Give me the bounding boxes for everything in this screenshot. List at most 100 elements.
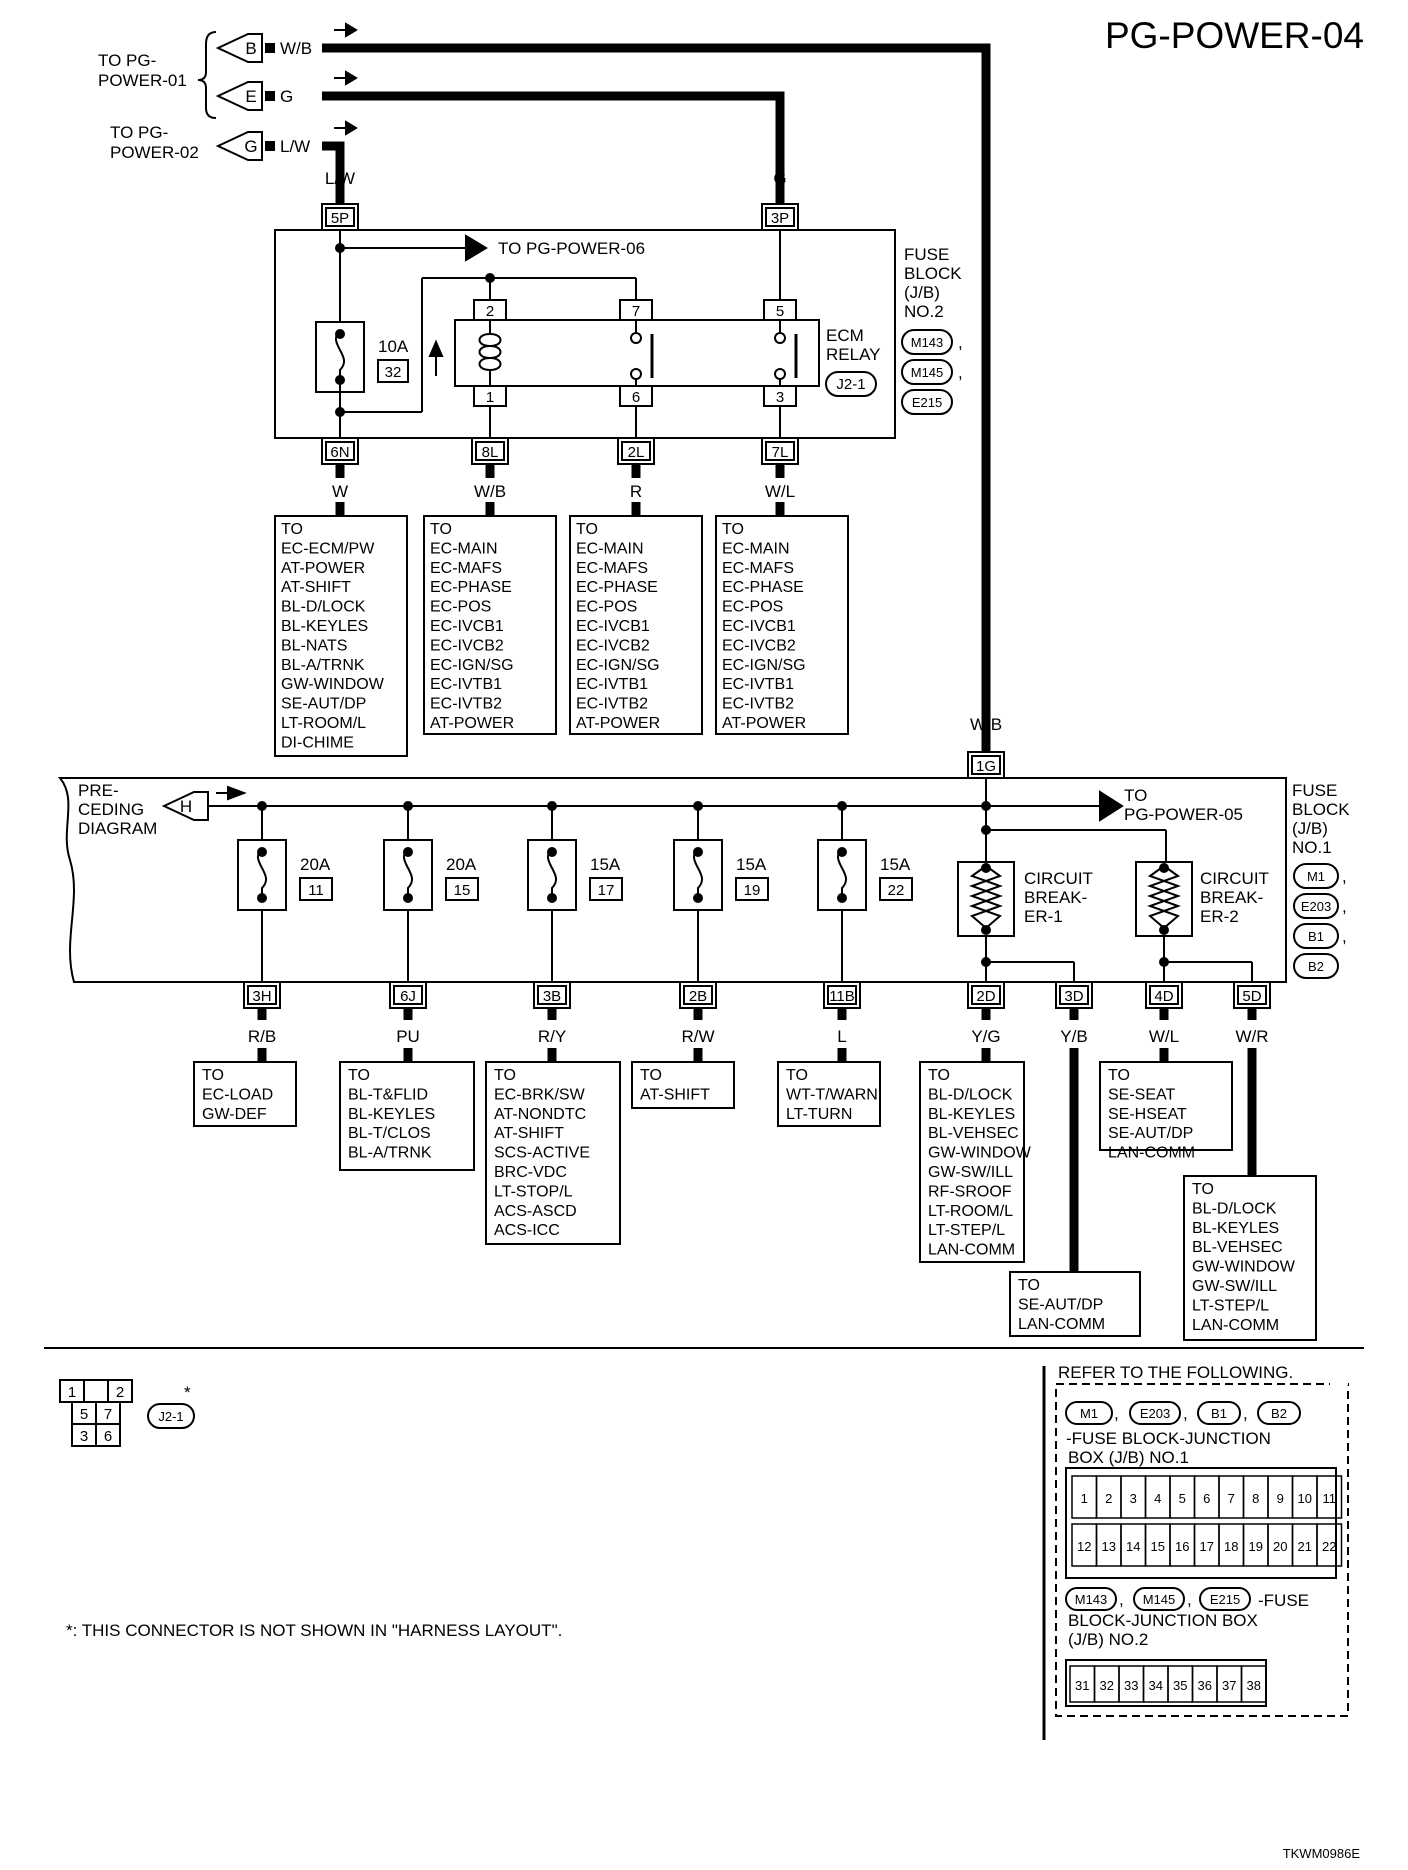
connector-b1: B1 bbox=[1308, 929, 1324, 944]
to-pg-power-02-line2: POWER-02 bbox=[110, 143, 199, 162]
target-8l-1: EC-MAIN bbox=[430, 540, 498, 557]
relay-pin-1: 1 bbox=[486, 389, 494, 406]
legend-pin-3: 3 bbox=[80, 1428, 88, 1445]
target-6n-7: BL-A/TRNK bbox=[281, 657, 365, 674]
fuse-num-17: 17 bbox=[598, 882, 615, 899]
target-8l-4: EC-POS bbox=[430, 599, 491, 616]
fuse-num-22: 22 bbox=[888, 882, 905, 899]
jb1-fuse-14: 14 bbox=[1126, 1539, 1140, 1554]
fuse-num-19: 19 bbox=[744, 882, 761, 899]
wire-label-2l: R bbox=[630, 482, 642, 501]
target-6j-4: BL-A/TRNK bbox=[348, 1145, 432, 1162]
target-8l-6: EC-IVCB2 bbox=[430, 637, 504, 654]
comma-9: , bbox=[1119, 1590, 1124, 1609]
jb2-fuse-34: 34 bbox=[1149, 1678, 1163, 1693]
target-8l-10: AT-POWER bbox=[430, 715, 514, 732]
jb1-fuse-13: 13 bbox=[1102, 1539, 1116, 1554]
relay-pin-3: 3 bbox=[776, 389, 784, 406]
target-4d-4: LAN-COMM bbox=[1108, 1145, 1195, 1162]
jb2-fuse-31: 31 bbox=[1075, 1678, 1089, 1693]
target-6n-11: DI-CHIME bbox=[281, 734, 354, 751]
connector-m145: M145 bbox=[911, 365, 944, 380]
target-2d-1: BL-D/LOCK bbox=[928, 1086, 1013, 1103]
target-7l-10: AT-POWER bbox=[722, 715, 806, 732]
target-6n-9: SE-AUT/DP bbox=[281, 696, 366, 713]
target-3b-6: LT-STOP/L bbox=[494, 1183, 573, 1200]
target-8l-0: TO bbox=[430, 521, 452, 538]
refer-conn-b1: B1 bbox=[1211, 1406, 1227, 1421]
connector-b2: B2 bbox=[1308, 959, 1324, 974]
target-6j-1: BL-T&FLID bbox=[348, 1086, 428, 1103]
wire-label-11b: L bbox=[837, 1027, 846, 1046]
jb2-fuse-38: 38 bbox=[1247, 1678, 1261, 1693]
preceding-letter-h: H bbox=[180, 797, 192, 816]
breaker-1-label-1: CIRCUIT bbox=[1024, 869, 1093, 888]
target-3b-5: BRC-VDC bbox=[494, 1164, 567, 1181]
wire-label-8l: W/B bbox=[474, 482, 506, 501]
target-3b-3: AT-SHIFT bbox=[494, 1125, 564, 1142]
connector-m143: M143 bbox=[911, 335, 944, 350]
jb1-fuse-1: 1 bbox=[1081, 1491, 1088, 1506]
comma-5: , bbox=[1342, 927, 1347, 946]
target-7l-5: EC-IVCB1 bbox=[722, 618, 796, 635]
ecm-relay-label-2: RELAY bbox=[826, 345, 881, 364]
target-2l-1: EC-MAIN bbox=[576, 540, 644, 557]
refer-conn-e215: E215 bbox=[1210, 1592, 1240, 1607]
target-2l-4: EC-POS bbox=[576, 599, 637, 616]
connector-letter-b: B bbox=[245, 39, 256, 58]
fuse-amp-11: 20A bbox=[300, 855, 331, 874]
target-2d-2: BL-KEYLES bbox=[928, 1106, 1015, 1123]
fuse-block-2-label-4: NO.2 bbox=[904, 302, 944, 321]
fuse-block-1-label-2: BLOCK bbox=[1292, 800, 1350, 819]
to-pg-power-05-line2: PG-POWER-05 bbox=[1124, 805, 1243, 824]
target-8l-9: EC-IVTB2 bbox=[430, 696, 502, 713]
fuse-block-2 bbox=[274, 164, 953, 757]
ecm-relay-label-1: ECM bbox=[826, 326, 864, 345]
pin-6j: 6J bbox=[400, 988, 416, 1005]
relay-pin-7: 7 bbox=[632, 303, 640, 320]
target-7l-6: EC-IVCB2 bbox=[722, 637, 796, 654]
refer-jb2-text-1: -FUSE bbox=[1258, 1591, 1309, 1610]
target-5d-4: GW-WINDOW bbox=[1192, 1259, 1296, 1276]
wire-label-3b: R/Y bbox=[538, 1027, 566, 1046]
fuse-amp-19: 15A bbox=[736, 855, 767, 874]
jb1-fuse-6: 6 bbox=[1203, 1491, 1210, 1506]
refer-box bbox=[1042, 1366, 1349, 1740]
comma-1: , bbox=[958, 333, 963, 352]
target-4d-3: SE-AUT/DP bbox=[1108, 1125, 1193, 1142]
fuse-block-2-outputs: 6NWTOEC-ECM/PWAT-POWERAT-SHIFTBL-D/LOCKB… bbox=[281, 444, 806, 751]
target-4d-2: SE-HSEAT bbox=[1108, 1106, 1187, 1123]
comma-3: , bbox=[1342, 867, 1347, 886]
target-6n-1: EC-ECM/PW bbox=[281, 540, 375, 557]
pin-11b: 11B bbox=[829, 988, 855, 1005]
fuse-num-15: 15 bbox=[454, 882, 471, 899]
target-3b-0: TO bbox=[494, 1067, 516, 1084]
wire-label-wb-1g: W/B bbox=[970, 715, 1002, 734]
pin-2l: 2L bbox=[628, 444, 645, 461]
target-2b-0: TO bbox=[640, 1067, 662, 1084]
target-8l-5: EC-IVCB1 bbox=[430, 618, 504, 635]
fuse-num-11: 11 bbox=[308, 882, 324, 899]
target-6n-5: BL-KEYLES bbox=[281, 618, 368, 635]
target-5d-5: GW-SW/ILL bbox=[1192, 1278, 1277, 1295]
fb1-connector-ovals bbox=[1293, 863, 1339, 979]
target-2l-9: EC-IVTB2 bbox=[576, 696, 648, 713]
pin-2d: 2D bbox=[976, 988, 995, 1005]
comma-2: , bbox=[958, 363, 963, 382]
target-4d-0: TO bbox=[1108, 1067, 1130, 1084]
relay-connector-j2-1: J2-1 bbox=[836, 376, 865, 393]
target-7l-3: EC-PHASE bbox=[722, 579, 804, 596]
legend-connector-j2-1: J2-1 bbox=[158, 1409, 183, 1424]
jb2-fuse-36: 36 bbox=[1198, 1678, 1212, 1693]
fuse-block-1 bbox=[57, 742, 1287, 983]
jb2-fuse-32: 32 bbox=[1100, 1678, 1114, 1693]
target-5d-1: BL-D/LOCK bbox=[1192, 1200, 1277, 1217]
wire-label-3d: Y/B bbox=[1060, 1027, 1087, 1046]
fuse-amp-17: 15A bbox=[590, 855, 621, 874]
comma-8: , bbox=[1243, 1404, 1248, 1423]
target-5d-2: BL-KEYLES bbox=[1192, 1220, 1279, 1237]
refer-conn-e203: E203 bbox=[1140, 1406, 1170, 1421]
target-2l-3: EC-PHASE bbox=[576, 579, 658, 596]
